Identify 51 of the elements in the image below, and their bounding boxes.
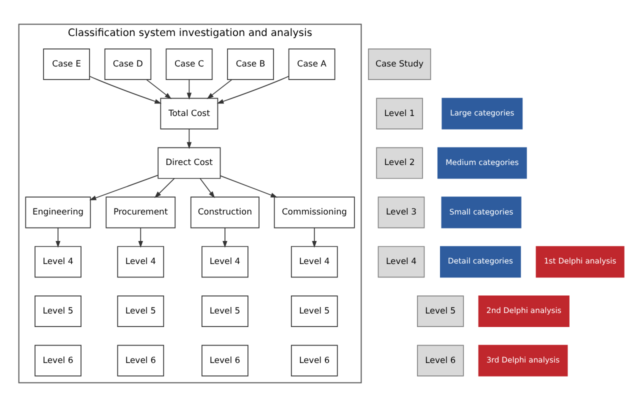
arrow [186,78,192,100]
node-box: Medium categories [437,146,527,178]
node-box: Level 6 [202,344,248,376]
node-box: Case C [166,48,213,80]
node-box: Total Cost [160,97,218,129]
arrow [312,226,317,248]
node-box: Case D [104,48,152,80]
node-box: Engineering [25,196,91,228]
node-box: Level 2 [376,146,423,178]
node-box: Level 6 [417,344,464,376]
arrow [56,226,60,248]
arrow [220,174,278,198]
node-box: Level 4 [202,246,248,278]
node-box: 3rd Delphi analysis [478,344,568,376]
node-box: Level 3 [378,196,425,228]
node-box: Level 6 [117,344,164,376]
node-box: Direct Cost [158,146,221,178]
node-box: Case Study [368,48,432,80]
node-box: Small categories [441,196,522,228]
node-box: Level 6 [34,344,82,376]
arrow [89,75,162,104]
node-box: Level 1 [376,97,423,129]
node-box: Case E [43,48,90,80]
arrow [200,178,215,198]
arrow [154,178,175,198]
node-box: Commissioning [274,196,355,228]
arrow [222,226,228,248]
node-box: Level 5 [202,294,248,326]
arrow [186,128,192,148]
node-box: Level 5 [417,294,464,326]
node-box: Detail categories [440,246,521,278]
node-box: Level 4 [117,246,164,278]
arrow [206,78,232,99]
node-box: Case A [288,48,336,80]
node-box: Level 5 [290,294,338,326]
node-box: Level 4 [34,246,82,278]
node-box: Large categories [442,97,523,129]
node-box: Level 6 [290,344,338,376]
node-box: Case B [227,48,274,80]
node-box: 2nd Delphi analysis [478,294,570,326]
node-box: Construction [190,196,260,228]
node-box: Level 4 [378,246,425,278]
arrow [89,174,158,200]
node-box: 1st Delphi analysis [536,246,624,278]
arrow [146,78,172,99]
arrow [138,226,144,248]
node-box: Procurement [106,196,176,228]
node-box: Level 4 [290,246,338,278]
node-box: Level 5 [117,294,164,326]
node-box: Level 5 [34,294,82,326]
arrow [216,75,290,104]
